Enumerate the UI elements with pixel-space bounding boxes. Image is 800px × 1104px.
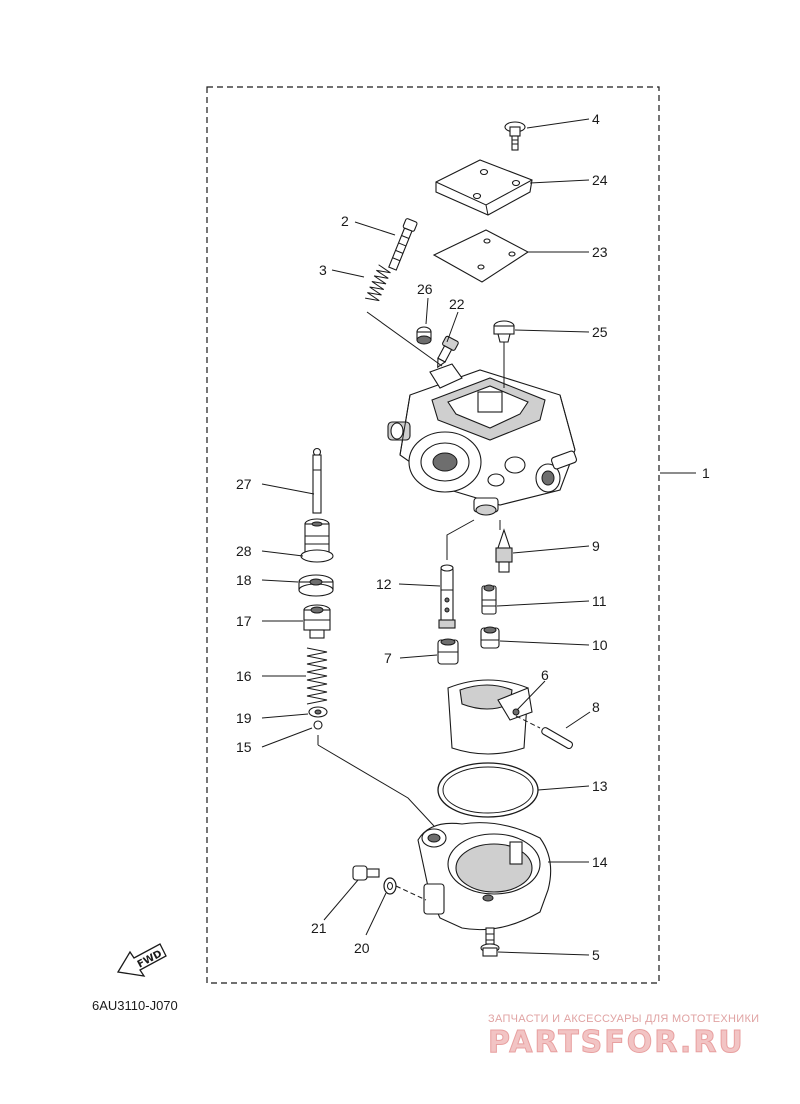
part-23-gasket: [432, 229, 530, 283]
part-26-plug: [416, 326, 432, 345]
callout-15: 15: [236, 739, 252, 755]
part-19-washer: [308, 706, 328, 718]
callout-25: 25: [592, 324, 608, 340]
part-14-float-bowl: [417, 822, 552, 931]
callout-3: 3: [319, 262, 327, 278]
part-2-pilot-screw: [388, 218, 418, 271]
fwd-arrow-icon: FWD: [116, 943, 167, 977]
callout-21: 21: [311, 920, 327, 936]
part-9-needle-valve: [495, 528, 513, 573]
drawing-code: 6AU3110-J070: [92, 998, 178, 1013]
callout-5: 5: [592, 947, 600, 963]
part-10-main-jet: [480, 626, 500, 649]
watermark-tagline: ЗАПЧАСТИ И АКСЕССУАРЫ ДЛЯ МОТОТЕХНИКИ: [488, 1013, 759, 1025]
part-6-float: [447, 679, 533, 755]
callout-9: 9: [592, 538, 600, 554]
callout-6: 6: [541, 667, 549, 683]
part-8-pin: [541, 727, 574, 750]
callout-12: 12: [376, 576, 392, 592]
part-3-spring: [365, 264, 391, 302]
callout-28: 28: [236, 543, 252, 559]
part-15-ball: [313, 720, 323, 730]
part-22-idle-screw: [437, 335, 459, 369]
callout-26: 26: [417, 281, 433, 297]
part-11-pilot-jet: [481, 584, 497, 615]
part-18-washer: [298, 574, 334, 597]
callout-7: 7: [384, 650, 392, 666]
part-1-carburetor-body: [387, 363, 578, 516]
part-21-drain-screw: [352, 865, 380, 881]
callout-14: 14: [592, 854, 608, 870]
callout-8: 8: [592, 699, 600, 715]
part-4-screw: [504, 121, 526, 151]
watermark-site: PARTSFOR.RU: [488, 1025, 745, 1060]
part-24-cover-plate: [435, 159, 533, 216]
part-28-plunger-body: [300, 518, 334, 563]
part-5-screw: [480, 927, 500, 957]
part-7-plug: [437, 638, 459, 665]
part-20-washer: [383, 877, 397, 895]
callout-16: 16: [236, 668, 252, 684]
callout-1: 1: [702, 465, 710, 481]
part-16-spring: [306, 647, 328, 705]
callout-27: 27: [236, 476, 252, 492]
callout-4: 4: [592, 111, 600, 127]
callout-17: 17: [236, 613, 252, 629]
callout-2: 2: [341, 213, 349, 229]
callout-19: 19: [236, 710, 252, 726]
callout-10: 10: [592, 637, 608, 653]
callout-20: 20: [354, 940, 370, 956]
callout-18: 18: [236, 572, 252, 588]
part-13-o-ring: [437, 762, 539, 818]
callout-11: 11: [592, 593, 607, 609]
part-25-cap: [493, 320, 515, 343]
callout-13: 13: [592, 778, 608, 794]
part-27-plunger: [312, 447, 322, 514]
assembly-frame: [206, 86, 660, 984]
part-12-main-nozzle: [438, 564, 456, 629]
leader-lines: [261, 118, 696, 956]
callout-22: 22: [449, 296, 465, 312]
callout-24: 24: [592, 172, 608, 188]
part-17-nut: [303, 604, 331, 639]
callout-23: 23: [592, 244, 608, 260]
